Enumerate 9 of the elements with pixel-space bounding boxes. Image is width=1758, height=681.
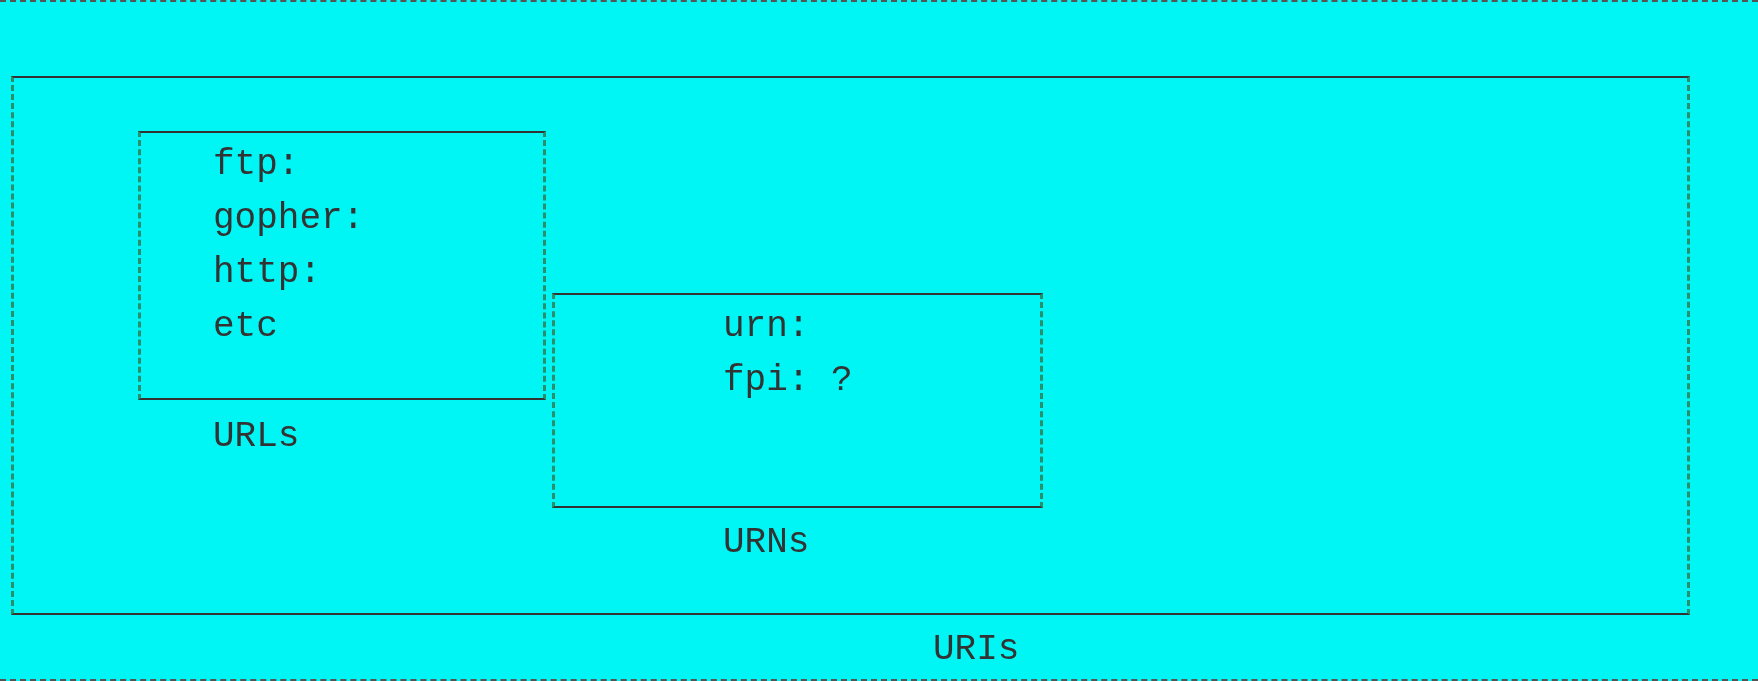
- scheme-label: etc: [213, 307, 278, 347]
- scheme-label: urn:: [723, 307, 810, 347]
- scheme-label: fpi: ?: [723, 361, 853, 401]
- set-name-label: URNs: [723, 523, 810, 563]
- set-name-label: URLs: [213, 417, 300, 457]
- scheme-label: gopher:: [213, 199, 365, 239]
- set-name-label: URIs: [933, 630, 1020, 670]
- scheme-label: ftp:: [213, 145, 300, 185]
- scheme-label: http:: [213, 253, 322, 293]
